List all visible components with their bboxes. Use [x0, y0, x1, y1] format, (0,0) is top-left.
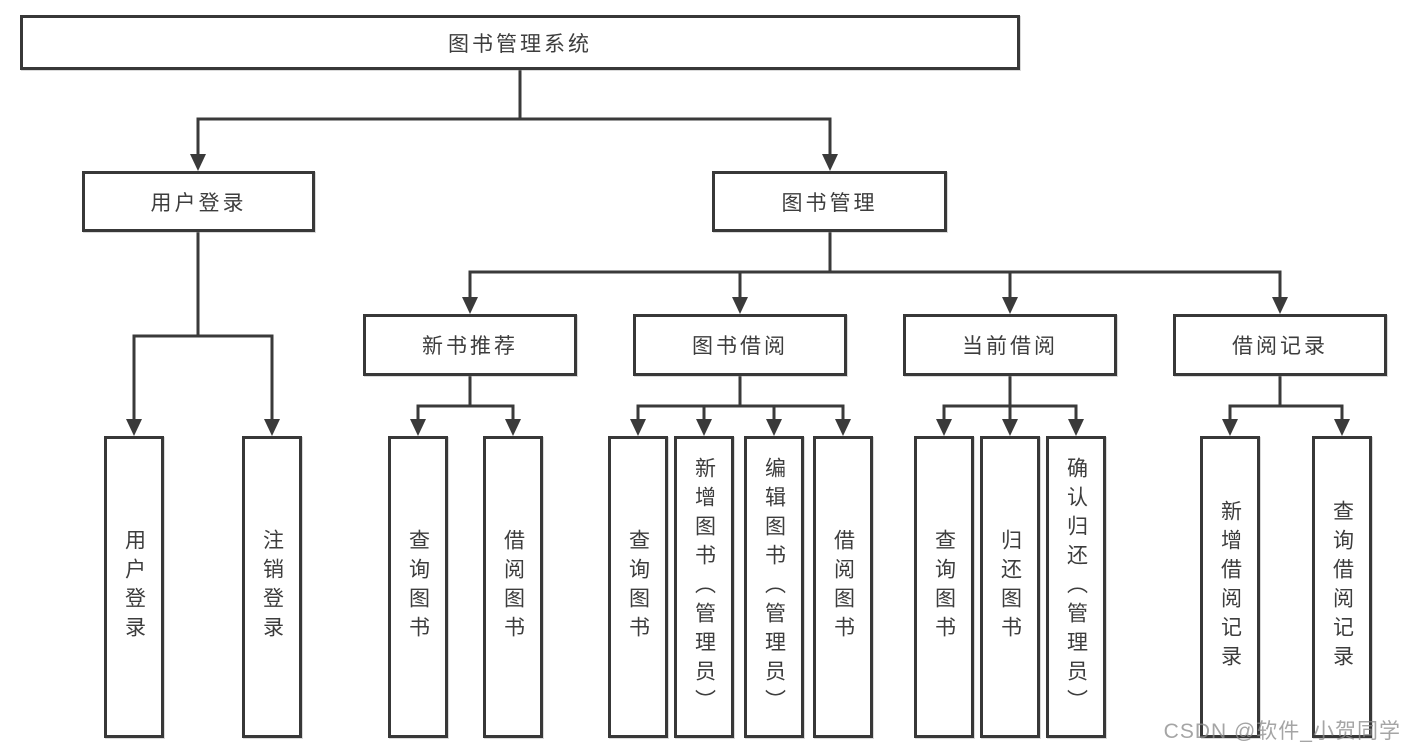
- node-label: 编辑图书（管理员）: [762, 456, 786, 718]
- node-label: 归还图书: [998, 529, 1022, 645]
- leaf-add-book-admin: 新增图书（管理员）: [674, 436, 734, 738]
- node-label: 借阅图书: [831, 529, 855, 645]
- leaf-user-login: 用户登录: [104, 436, 164, 738]
- node-label: 借阅记录: [1232, 335, 1328, 358]
- leaf-query-books-recommend: 查询图书: [388, 436, 448, 738]
- node-label: 图书管理: [781, 191, 878, 215]
- node-label: 图书管理系统: [448, 32, 592, 56]
- node-user-login: 用户登录: [82, 171, 315, 232]
- node-label: 新增图书（管理员）: [692, 456, 716, 718]
- node-label: 当前借阅: [962, 335, 1058, 358]
- node-label: 确认归还（管理员）: [1064, 456, 1088, 718]
- node-current-borrow: 当前借阅: [903, 314, 1117, 376]
- leaf-query-books-borrow: 查询图书: [608, 436, 668, 738]
- node-label: 用户登录: [122, 529, 146, 645]
- node-label: 用户登录: [150, 191, 247, 215]
- node-book-borrow: 图书借阅: [633, 314, 847, 376]
- node-borrow-records: 借阅记录: [1173, 314, 1387, 376]
- leaf-return-books: 归还图书: [980, 436, 1040, 738]
- arrowheads: [126, 154, 1350, 436]
- csdn-watermark: CSDN @软件_小贺同学: [1163, 720, 1401, 743]
- node-label: 新书推荐: [422, 335, 518, 358]
- node-label: 查询借阅记录: [1330, 500, 1354, 674]
- node-label: 查询图书: [932, 529, 956, 645]
- node-label: 查询图书: [406, 529, 430, 645]
- node-system-root: 图书管理系统: [20, 15, 1020, 70]
- node-label: 查询图书: [626, 529, 650, 645]
- node-label: 注销登录: [260, 529, 284, 645]
- leaf-confirm-return-admin: 确认归还（管理员）: [1046, 436, 1106, 738]
- node-label: 借阅图书: [501, 529, 525, 645]
- node-label: 新增借阅记录: [1218, 500, 1242, 674]
- node-book-management: 图书管理: [712, 171, 947, 232]
- leaf-logout: 注销登录: [242, 436, 302, 738]
- leaf-borrow-books: 借阅图书: [813, 436, 873, 738]
- node-new-book-recommend: 新书推荐: [363, 314, 577, 376]
- node-label: 图书借阅: [692, 335, 788, 358]
- leaf-borrow-books-recommend: 借阅图书: [483, 436, 543, 738]
- leaf-query-borrow-record: 查询借阅记录: [1312, 436, 1372, 738]
- leaf-edit-book-admin: 编辑图书（管理员）: [744, 436, 804, 738]
- leaf-query-books-current: 查询图书: [914, 436, 974, 738]
- leaf-add-borrow-record: 新增借阅记录: [1200, 436, 1260, 738]
